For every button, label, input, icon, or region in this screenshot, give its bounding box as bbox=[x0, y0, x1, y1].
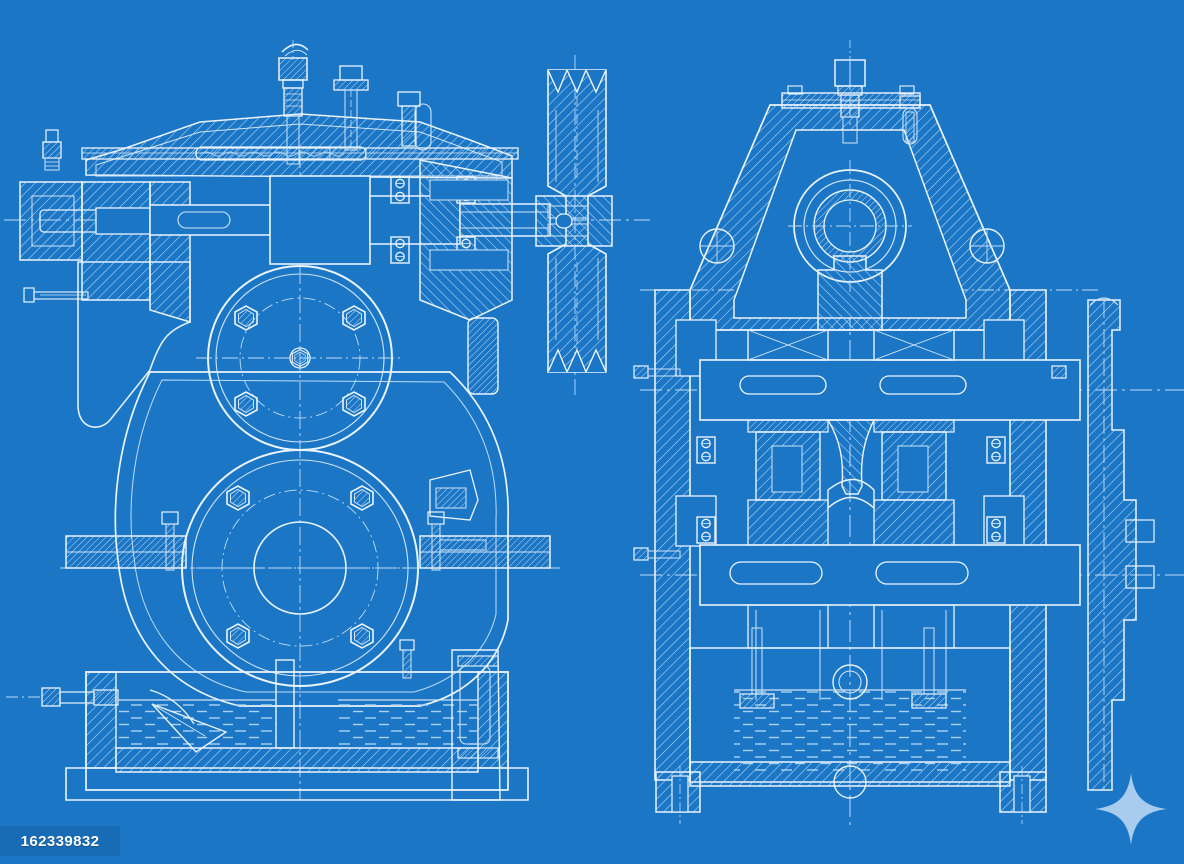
bearing-cap-right bbox=[467, 317, 499, 395]
sump-rib bbox=[275, 659, 295, 749]
base-plate bbox=[65, 767, 529, 801]
breather-cap bbox=[278, 40, 309, 165]
base-plate-right bbox=[689, 761, 1011, 787]
gear-cluster-upper bbox=[699, 329, 1081, 510]
keyway-lower-left bbox=[729, 561, 823, 585]
view-left-front-section bbox=[4, 40, 650, 801]
keyway-upper-right bbox=[879, 375, 967, 395]
output-flange-bolt bbox=[1051, 365, 1067, 379]
housing-boss-left2 bbox=[149, 181, 191, 324]
side-bolt-left-upper bbox=[633, 365, 681, 379]
view-right-side-section bbox=[633, 40, 1184, 830]
sump-stud-right bbox=[911, 627, 947, 709]
sparkle-logo bbox=[1095, 773, 1167, 845]
inspection-cover-right bbox=[451, 649, 501, 801]
dipstick bbox=[333, 65, 369, 151]
output-shaft-detail bbox=[1087, 297, 1155, 791]
herringbone-tooth-profile bbox=[826, 419, 876, 495]
eye-bolt-right bbox=[899, 95, 921, 145]
flow-arrow bbox=[149, 689, 228, 753]
rib-hole-left bbox=[699, 228, 735, 264]
eye-bolt bbox=[397, 91, 432, 151]
sump-stud-left bbox=[739, 627, 775, 709]
flange-bolt-left bbox=[161, 511, 179, 571]
keyway-upper-left bbox=[739, 375, 827, 395]
keyway-lower-right bbox=[875, 561, 969, 585]
shaft-bore-left bbox=[95, 207, 155, 235]
housing-shell-inner bbox=[130, 379, 497, 693]
bracket-right bbox=[429, 469, 479, 521]
shell-bolt bbox=[399, 639, 415, 679]
center-web bbox=[817, 255, 883, 331]
lower-shaft bbox=[699, 544, 1081, 606]
parting-flange bbox=[65, 511, 551, 571]
shaft-keyway bbox=[1125, 519, 1155, 543]
shaft-collar bbox=[269, 175, 371, 265]
housing-boss-left bbox=[81, 181, 151, 301]
oil-fluid-right bbox=[338, 700, 478, 748]
sump-drain-upper bbox=[832, 664, 868, 700]
upper-shaft bbox=[699, 359, 1081, 421]
side-bolt-left-lower bbox=[633, 547, 681, 561]
cover-flange bbox=[81, 147, 519, 160]
watermark-id: 162339832 bbox=[0, 826, 120, 856]
rib-hole-right bbox=[969, 228, 1005, 264]
breather-cap-right bbox=[834, 40, 866, 144]
drain-plug bbox=[6, 687, 119, 707]
oil-level-wave bbox=[199, 151, 345, 157]
oil-fluid-left bbox=[118, 700, 276, 748]
v-belt-pulley bbox=[535, 69, 613, 373]
housing-left-wall bbox=[77, 261, 191, 428]
gear-cluster-lower bbox=[699, 499, 1081, 700]
